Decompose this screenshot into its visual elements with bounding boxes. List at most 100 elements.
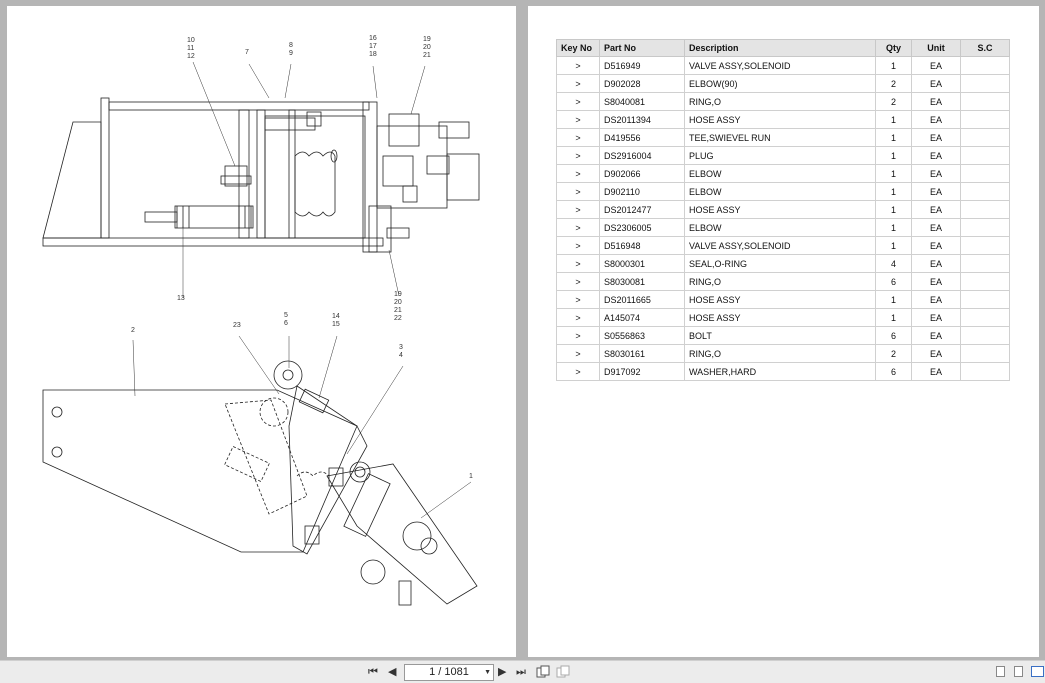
- fit-page-icon[interactable]: [556, 665, 570, 679]
- key-no-cell[interactable]: >: [556, 74, 600, 93]
- callout-label: 10: [187, 37, 195, 44]
- part-no-cell: D516949: [599, 56, 685, 75]
- unit-cell: EA: [911, 200, 961, 219]
- key-no-cell[interactable]: >: [556, 326, 600, 345]
- parts-table: Key No Part No Description Qty Unit S.C …: [556, 39, 1010, 381]
- first-page-icon[interactable]: ⏮: [368, 666, 378, 678]
- unit-cell: EA: [911, 344, 961, 363]
- unit-cell: EA: [911, 164, 961, 183]
- sc-cell: [960, 236, 1010, 255]
- key-no-cell[interactable]: >: [556, 146, 600, 165]
- part-no-cell: DS2011665: [599, 290, 685, 309]
- qty-cell: 1: [875, 146, 912, 165]
- key-no-cell[interactable]: >: [556, 236, 600, 255]
- key-no-cell[interactable]: >: [556, 254, 600, 273]
- description-cell: VALVE ASSY,SOLENOID: [684, 236, 876, 255]
- description-cell: ELBOW: [684, 218, 876, 237]
- key-no-cell[interactable]: >: [556, 218, 600, 237]
- sc-cell: [960, 290, 1010, 309]
- key-no-cell[interactable]: >: [556, 128, 600, 147]
- part-no-cell: D902066: [599, 164, 685, 183]
- description-cell: PLUG: [684, 146, 876, 165]
- two-page-icon[interactable]: [1031, 666, 1044, 677]
- col-sc: S.C: [960, 39, 1010, 57]
- description-cell: VALVE ASSY,SOLENOID: [684, 56, 876, 75]
- prev-page-icon[interactable]: ◀: [388, 666, 397, 678]
- key-no-cell[interactable]: >: [556, 200, 600, 219]
- callout-label: 9: [289, 50, 293, 57]
- single-page-icon[interactable]: [996, 666, 1005, 677]
- description-cell: ELBOW(90): [684, 74, 876, 93]
- key-no-cell[interactable]: >: [556, 164, 600, 183]
- col-part-no: Part No: [599, 39, 685, 57]
- qty-cell: 6: [875, 362, 912, 381]
- unit-cell: EA: [911, 128, 961, 147]
- description-cell: RING,O: [684, 272, 876, 291]
- part-no-cell: D419556: [599, 128, 685, 147]
- unit-cell: EA: [911, 56, 961, 75]
- sc-cell: [960, 146, 1010, 165]
- next-page-icon[interactable]: ▶: [498, 666, 507, 678]
- key-no-cell[interactable]: >: [556, 308, 600, 327]
- callout-label: 1: [469, 473, 473, 480]
- callout-label: 12: [187, 53, 195, 60]
- callout-label: 21: [394, 307, 402, 314]
- qty-cell: 1: [875, 290, 912, 309]
- unit-cell: EA: [911, 362, 961, 381]
- callout-label: 21: [423, 52, 431, 59]
- key-no-cell[interactable]: >: [556, 344, 600, 363]
- unit-cell: EA: [911, 74, 961, 93]
- unit-cell: EA: [911, 290, 961, 309]
- sc-cell: [960, 326, 1010, 345]
- key-no-cell[interactable]: >: [556, 290, 600, 309]
- description-cell: WASHER,HARD: [684, 362, 876, 381]
- sc-cell: [960, 254, 1010, 273]
- key-no-cell[interactable]: >: [556, 272, 600, 291]
- qty-cell: 4: [875, 254, 912, 273]
- key-no-cell[interactable]: >: [556, 56, 600, 75]
- fit-width-icon[interactable]: [536, 665, 550, 679]
- part-no-cell: DS2012477: [599, 200, 685, 219]
- continuous-page-icon[interactable]: [1014, 666, 1023, 677]
- key-no-cell[interactable]: >: [556, 110, 600, 129]
- qty-cell: 1: [875, 218, 912, 237]
- qty-cell: 1: [875, 236, 912, 255]
- unit-cell: EA: [911, 182, 961, 201]
- page-number-select[interactable]: 1 / 1081 ▼: [404, 664, 494, 681]
- description-cell: HOSE ASSY: [684, 308, 876, 327]
- description-cell: ELBOW: [684, 164, 876, 183]
- part-no-cell: A145074: [599, 308, 685, 327]
- sc-cell: [960, 56, 1010, 75]
- part-no-cell: D917092: [599, 362, 685, 381]
- key-no-cell[interactable]: >: [556, 92, 600, 111]
- last-page-icon[interactable]: ⏭: [516, 666, 526, 678]
- parts-diagram: 10 11 12 7 8 9 16 17 18 19 20 21 13 19 2…: [42, 35, 480, 606]
- key-no-cell[interactable]: >: [556, 362, 600, 381]
- key-no-cell[interactable]: >: [556, 182, 600, 201]
- callout-label: 5: [284, 312, 288, 319]
- callout-label: 19: [394, 291, 402, 298]
- page-indicator: 1 / 1081: [429, 666, 469, 678]
- unit-cell: EA: [911, 236, 961, 255]
- qty-cell: 6: [875, 326, 912, 345]
- qty-cell: 1: [875, 110, 912, 129]
- sc-cell: [960, 164, 1010, 183]
